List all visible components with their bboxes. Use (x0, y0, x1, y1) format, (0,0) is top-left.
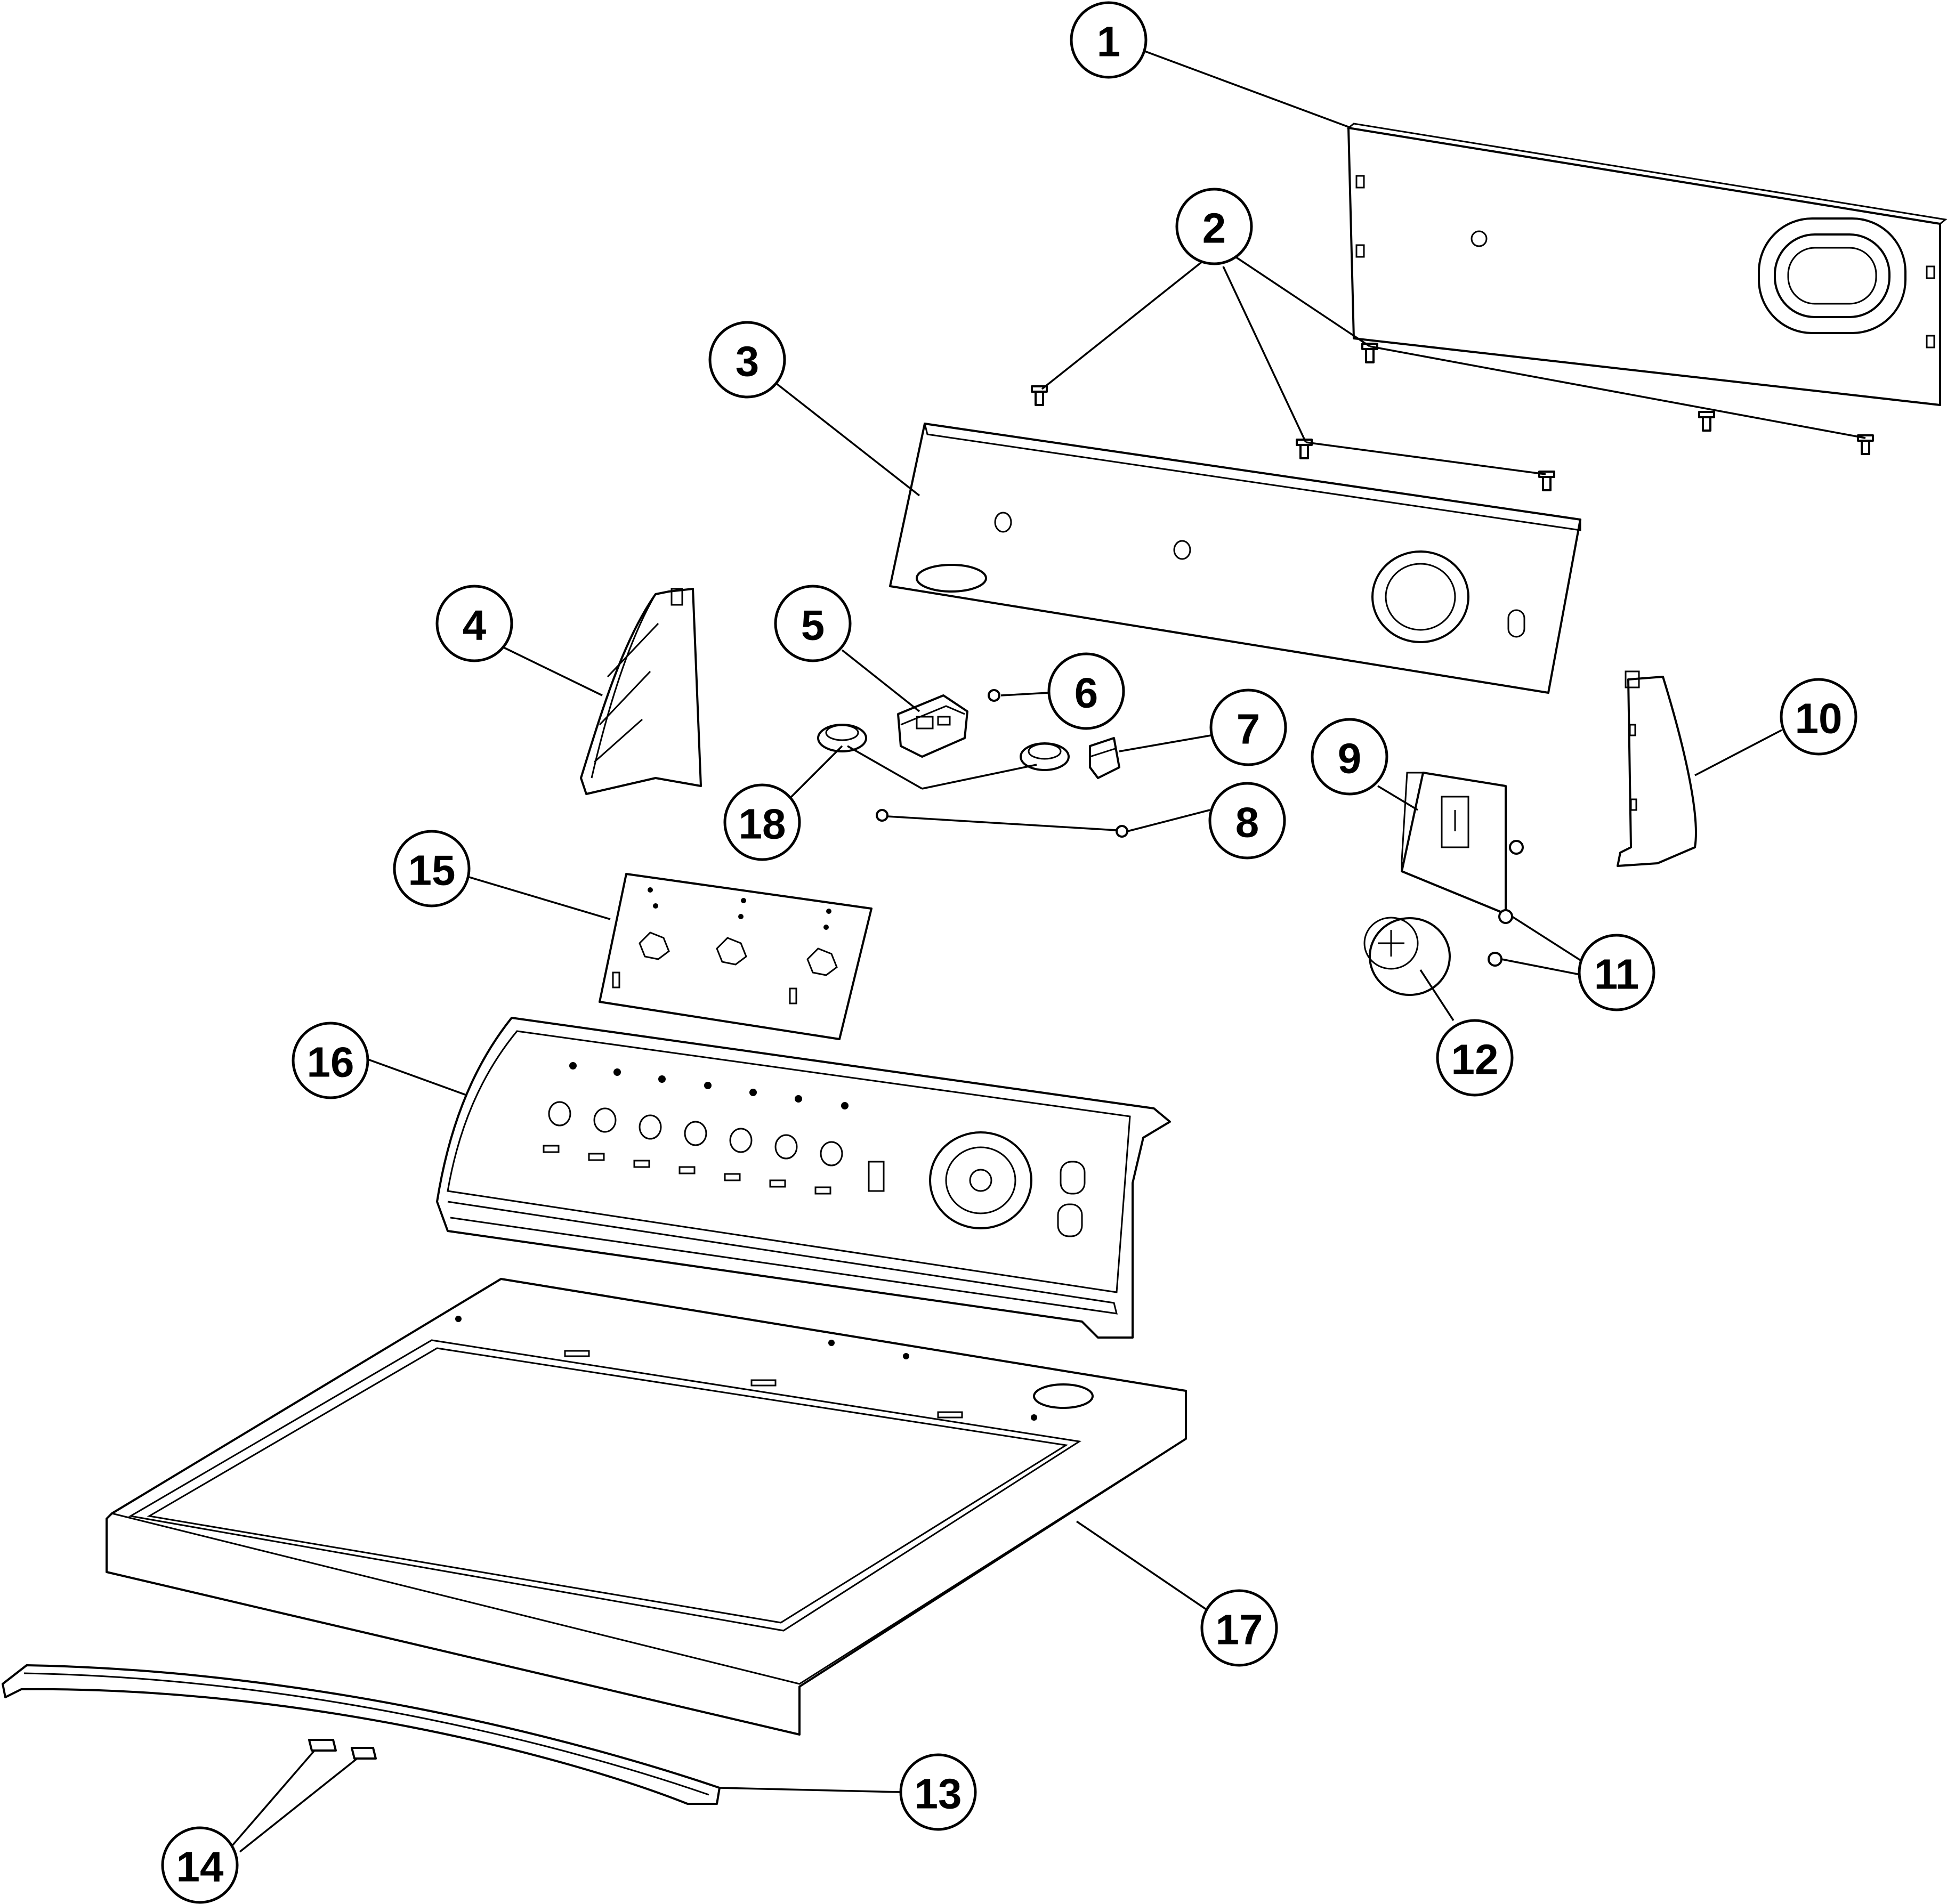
part-8-screws (876, 809, 1128, 838)
callout-14-label: 14 (176, 1843, 224, 1891)
part-6-nut (988, 689, 1000, 702)
callout-2: 2 (1175, 188, 1253, 265)
callout-10: 10 (1780, 678, 1857, 756)
part-14-clips (308, 1739, 377, 1760)
callout-16: 16 (292, 1022, 369, 1099)
part-4-left-end-cap (580, 588, 702, 795)
callout-16-label: 16 (307, 1039, 354, 1086)
part-3-panel-cover (889, 423, 1581, 694)
part-15-circuit-board (599, 873, 873, 1040)
screw (1857, 434, 1874, 455)
callout-13: 13 (899, 1753, 977, 1831)
leader-lines (228, 44, 1782, 1853)
screw (1698, 411, 1715, 432)
callout-11: 11 (1578, 934, 1655, 1011)
callout-12-label: 12 (1451, 1036, 1499, 1083)
callout-3: 3 (708, 321, 786, 399)
part-18-knobs (817, 724, 1070, 790)
part-10-right-end-cap (1617, 670, 1697, 867)
callout-9-label: 9 (1338, 735, 1362, 782)
part-5-switch (897, 694, 968, 758)
part-16-control-console (436, 1017, 1171, 1339)
callout-5-label: 5 (801, 602, 825, 649)
part-17-top-cover (106, 1278, 1187, 1736)
callout-15-label: 15 (408, 847, 456, 894)
part-13-trim-strip (2, 1664, 721, 1805)
callout-5: 5 (774, 585, 852, 662)
callout-8-label: 8 (1235, 799, 1259, 846)
screw (1031, 385, 1048, 406)
callout-7: 7 (1209, 688, 1287, 766)
callout-10-label: 10 (1795, 695, 1843, 742)
part-7-small-switch (1089, 737, 1120, 779)
callout-15: 15 (393, 830, 471, 908)
callout-17: 17 (1200, 1589, 1278, 1667)
part-12-knob (1363, 917, 1451, 996)
callout-17-label: 17 (1216, 1606, 1263, 1654)
callout-6-label: 6 (1075, 669, 1098, 717)
callout-18: 18 (723, 783, 801, 861)
callout-8: 8 (1208, 782, 1286, 860)
callout-1: 1 (1070, 1, 1148, 79)
part-11-buttons (1488, 909, 1513, 967)
callout-2-label: 2 (1202, 205, 1226, 252)
part-1-rear-panel (1346, 123, 1948, 406)
callout-11-label: 11 (1594, 951, 1639, 998)
callout-9: 9 (1311, 718, 1388, 796)
callout-4: 4 (435, 585, 513, 662)
callout-12: 12 (1436, 1019, 1514, 1097)
part-9-switch-block (1401, 772, 1524, 915)
callout-14: 14 (161, 1826, 239, 1904)
callout-13-label: 13 (915, 1770, 962, 1818)
callout-7-label: 7 (1237, 706, 1261, 753)
callout-3-label: 3 (736, 338, 760, 385)
callout-6: 6 (1047, 652, 1125, 730)
callout-1-label: 1 (1097, 18, 1121, 66)
callout-4-label: 4 (463, 602, 487, 649)
callout-18-label: 18 (739, 800, 786, 848)
